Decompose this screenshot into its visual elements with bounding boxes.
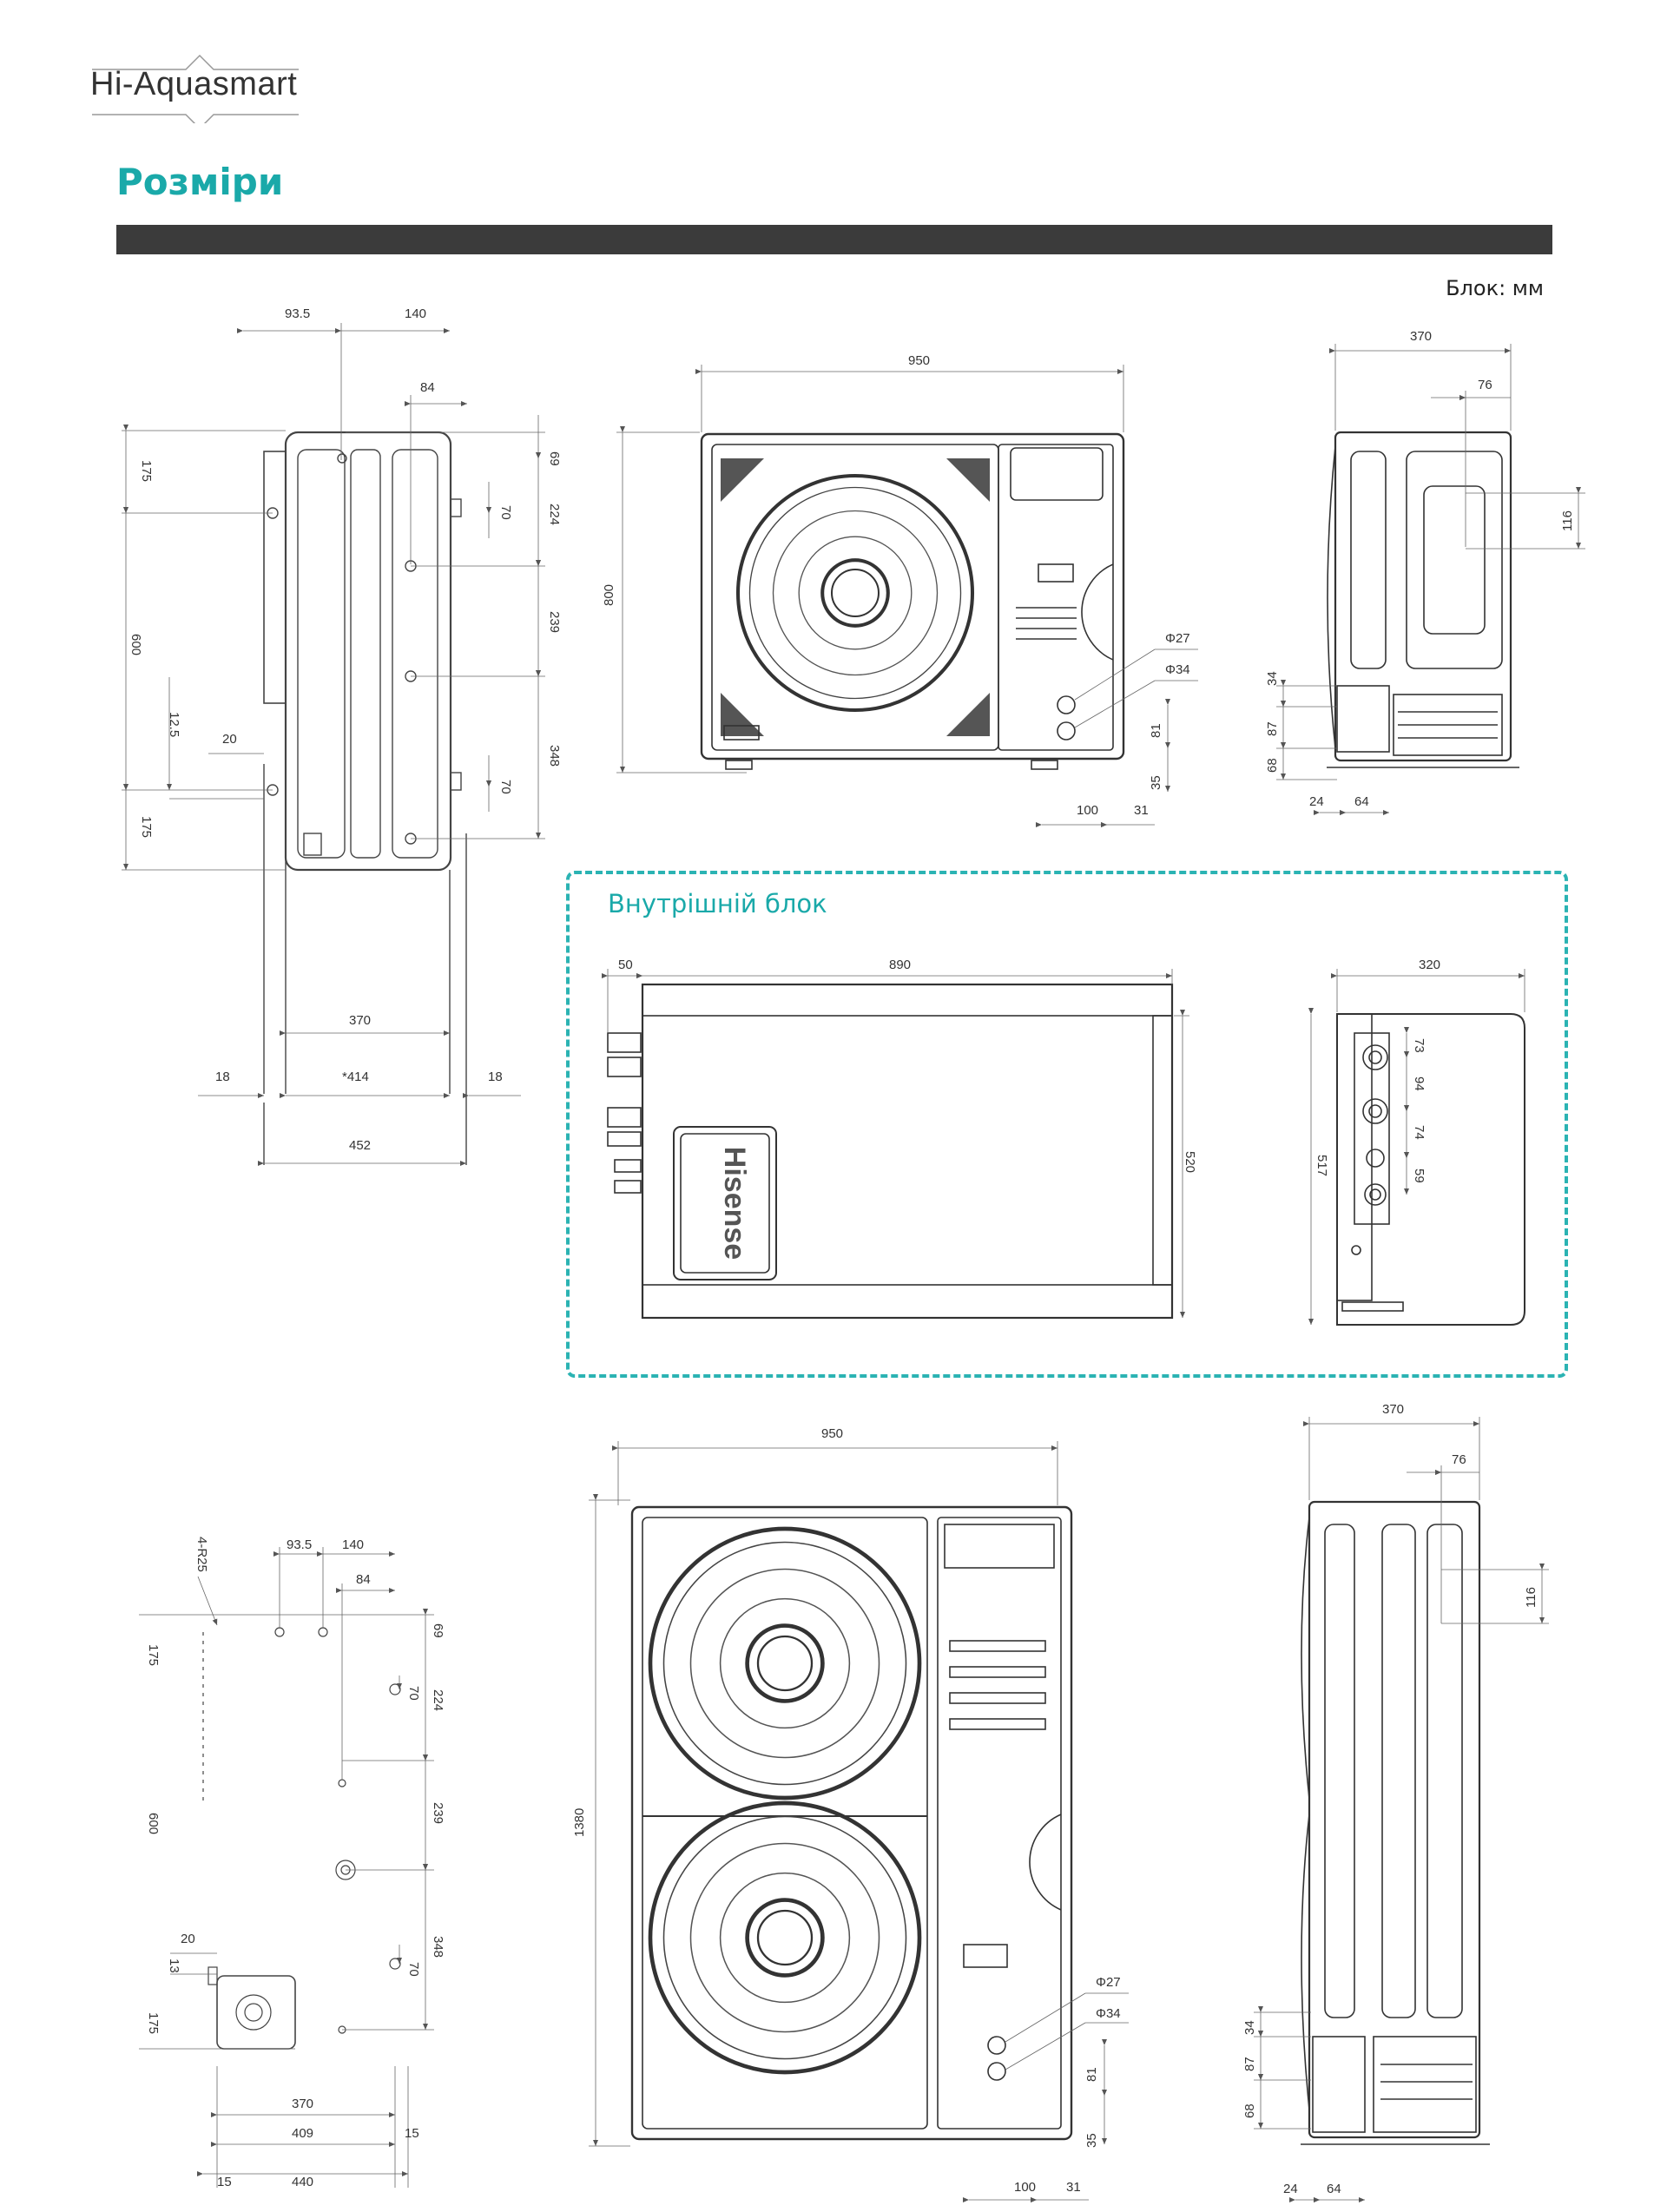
dim-label: 31 <box>1134 803 1149 818</box>
dim-label: 93.5 <box>285 306 310 321</box>
dim-label: Φ34 <box>1165 662 1190 677</box>
dim-label: 175 <box>139 816 154 838</box>
dim-label: 12.5 <box>167 712 181 737</box>
dim-label: 68 <box>1242 2103 1257 2118</box>
dim-label: 84 <box>356 1572 371 1587</box>
drawing-b-labels: 950 800 Φ27 Φ34 81 35 100 31 <box>602 353 1190 818</box>
drawing-c-side-view <box>1327 431 1519 768</box>
dim-label: 1380 <box>572 1808 587 1837</box>
dim-label: 600 <box>146 1813 161 1834</box>
dim-label: 64 <box>1327 2182 1341 2196</box>
dim-label: 100 <box>1014 2180 1036 2195</box>
drawing-a-side-view <box>263 431 467 1165</box>
drawing-h-side-view <box>1301 1500 1490 2145</box>
dim-label: 600 <box>128 634 143 655</box>
dim-label: 69 <box>547 451 562 466</box>
dim-label: 239 <box>547 611 562 633</box>
dim-label: 70 <box>406 1686 421 1701</box>
dim-label: *414 <box>342 1070 369 1084</box>
drawing-f-labels: 4-R25 93.5 140 84 69 175 70 224 239 600 … <box>146 1537 445 2189</box>
dim-label: 15 <box>405 2126 419 2141</box>
drawing-f-dimensions <box>139 1547 434 2188</box>
dim-label: 175 <box>146 1644 161 1666</box>
drawing-a-dimensions <box>122 323 545 1166</box>
dim-label: 87 <box>1242 2057 1257 2071</box>
dim-label: 70 <box>498 505 513 520</box>
dim-label: 87 <box>1265 721 1280 736</box>
dim-label: 239 <box>431 1802 445 1824</box>
drawing-c-labels: 370 76 116 34 87 68 24 64 <box>1265 329 1575 809</box>
drawing-c-dimensions <box>1276 344 1585 815</box>
dim-label: 34 <box>1265 671 1280 686</box>
dim-label: 370 <box>292 2097 313 2111</box>
dim-label: 34 <box>1242 2020 1257 2035</box>
dim-label: 348 <box>431 1936 445 1958</box>
dim-label: 76 <box>1452 1452 1466 1467</box>
dim-label: 64 <box>1354 794 1369 809</box>
dim-label: 4-R25 <box>194 1537 209 1572</box>
dim-label: 370 <box>1410 329 1432 344</box>
dim-label: 116 <box>1560 510 1575 531</box>
brand-logo: Hi-Aquasmart <box>90 49 299 130</box>
drawing-g-front-view <box>630 1505 1073 2141</box>
dim-label: 35 <box>1149 775 1163 790</box>
drawing-b-front-view <box>700 432 1125 770</box>
indoor-unit-title: Внутрішній блок <box>608 889 827 918</box>
drawing-h-labels: 370 76 116 34 87 68 24 64 <box>1242 1402 1539 2196</box>
dim-label: 440 <box>292 2175 313 2189</box>
indoor-unit-frame <box>566 871 1568 1378</box>
dim-label: 20 <box>222 732 237 747</box>
dim-label: 116 <box>1524 1587 1539 1608</box>
dim-label: 31 <box>1066 2180 1081 2195</box>
dim-label: 35 <box>1084 2133 1099 2148</box>
dim-label: 69 <box>431 1623 445 1638</box>
dim-label: 140 <box>342 1537 364 1552</box>
dim-label: 24 <box>1309 794 1324 809</box>
dim-label: 18 <box>488 1070 503 1084</box>
drawing-b-dimensions <box>616 365 1198 827</box>
dim-label: 175 <box>139 460 154 482</box>
dim-label: 81 <box>1149 723 1163 738</box>
drawing-g-labels: 950 1380 Φ27 Φ34 81 35 100 31 <box>572 1426 1121 2195</box>
dim-label: 224 <box>431 1689 445 1711</box>
dim-label: 950 <box>821 1426 843 1441</box>
dim-label: 24 <box>1283 2182 1298 2196</box>
drawing-a-labels: 93.5 140 84 69 224 70 239 348 70 175 600… <box>128 306 562 1153</box>
dim-label: Φ27 <box>1096 1975 1121 1990</box>
dim-label: 224 <box>547 504 562 525</box>
dim-label: 13 <box>167 1959 181 1973</box>
dim-label: 800 <box>602 584 616 606</box>
drawing-h-dimensions <box>1254 1417 1549 2202</box>
unit-label: Блок: мм <box>1446 276 1544 300</box>
dim-label: 100 <box>1077 803 1098 818</box>
dim-label: 20 <box>181 1932 195 1946</box>
dim-label: 140 <box>405 306 426 321</box>
dim-label: 370 <box>1382 1402 1404 1417</box>
drawing-f-side-view <box>202 1627 401 2050</box>
dim-label: 76 <box>1478 378 1492 392</box>
dim-label: 175 <box>146 2012 161 2034</box>
drawing-g-dimensions <box>589 1441 1129 2202</box>
dim-label: 409 <box>292 2126 313 2141</box>
dim-label: Φ27 <box>1165 631 1190 646</box>
page-title: Розміри <box>116 161 284 203</box>
dim-label: 370 <box>349 1013 371 1028</box>
dim-label: 950 <box>908 353 930 368</box>
dim-label: 452 <box>349 1138 371 1153</box>
dim-label: Φ34 <box>1096 2006 1121 2021</box>
dim-label: 70 <box>498 780 513 794</box>
dim-label: 68 <box>1265 758 1280 773</box>
dim-label: 70 <box>406 1962 421 1977</box>
dim-label: 15 <box>217 2175 232 2189</box>
dim-label: 81 <box>1084 2067 1099 2082</box>
dim-label: 348 <box>547 745 562 767</box>
header-divider <box>116 225 1552 254</box>
dim-label: 84 <box>420 380 435 395</box>
brand-name: Hi-Aquasmart <box>90 66 298 102</box>
dim-label: 18 <box>215 1070 230 1084</box>
dim-label: 93.5 <box>287 1537 312 1552</box>
